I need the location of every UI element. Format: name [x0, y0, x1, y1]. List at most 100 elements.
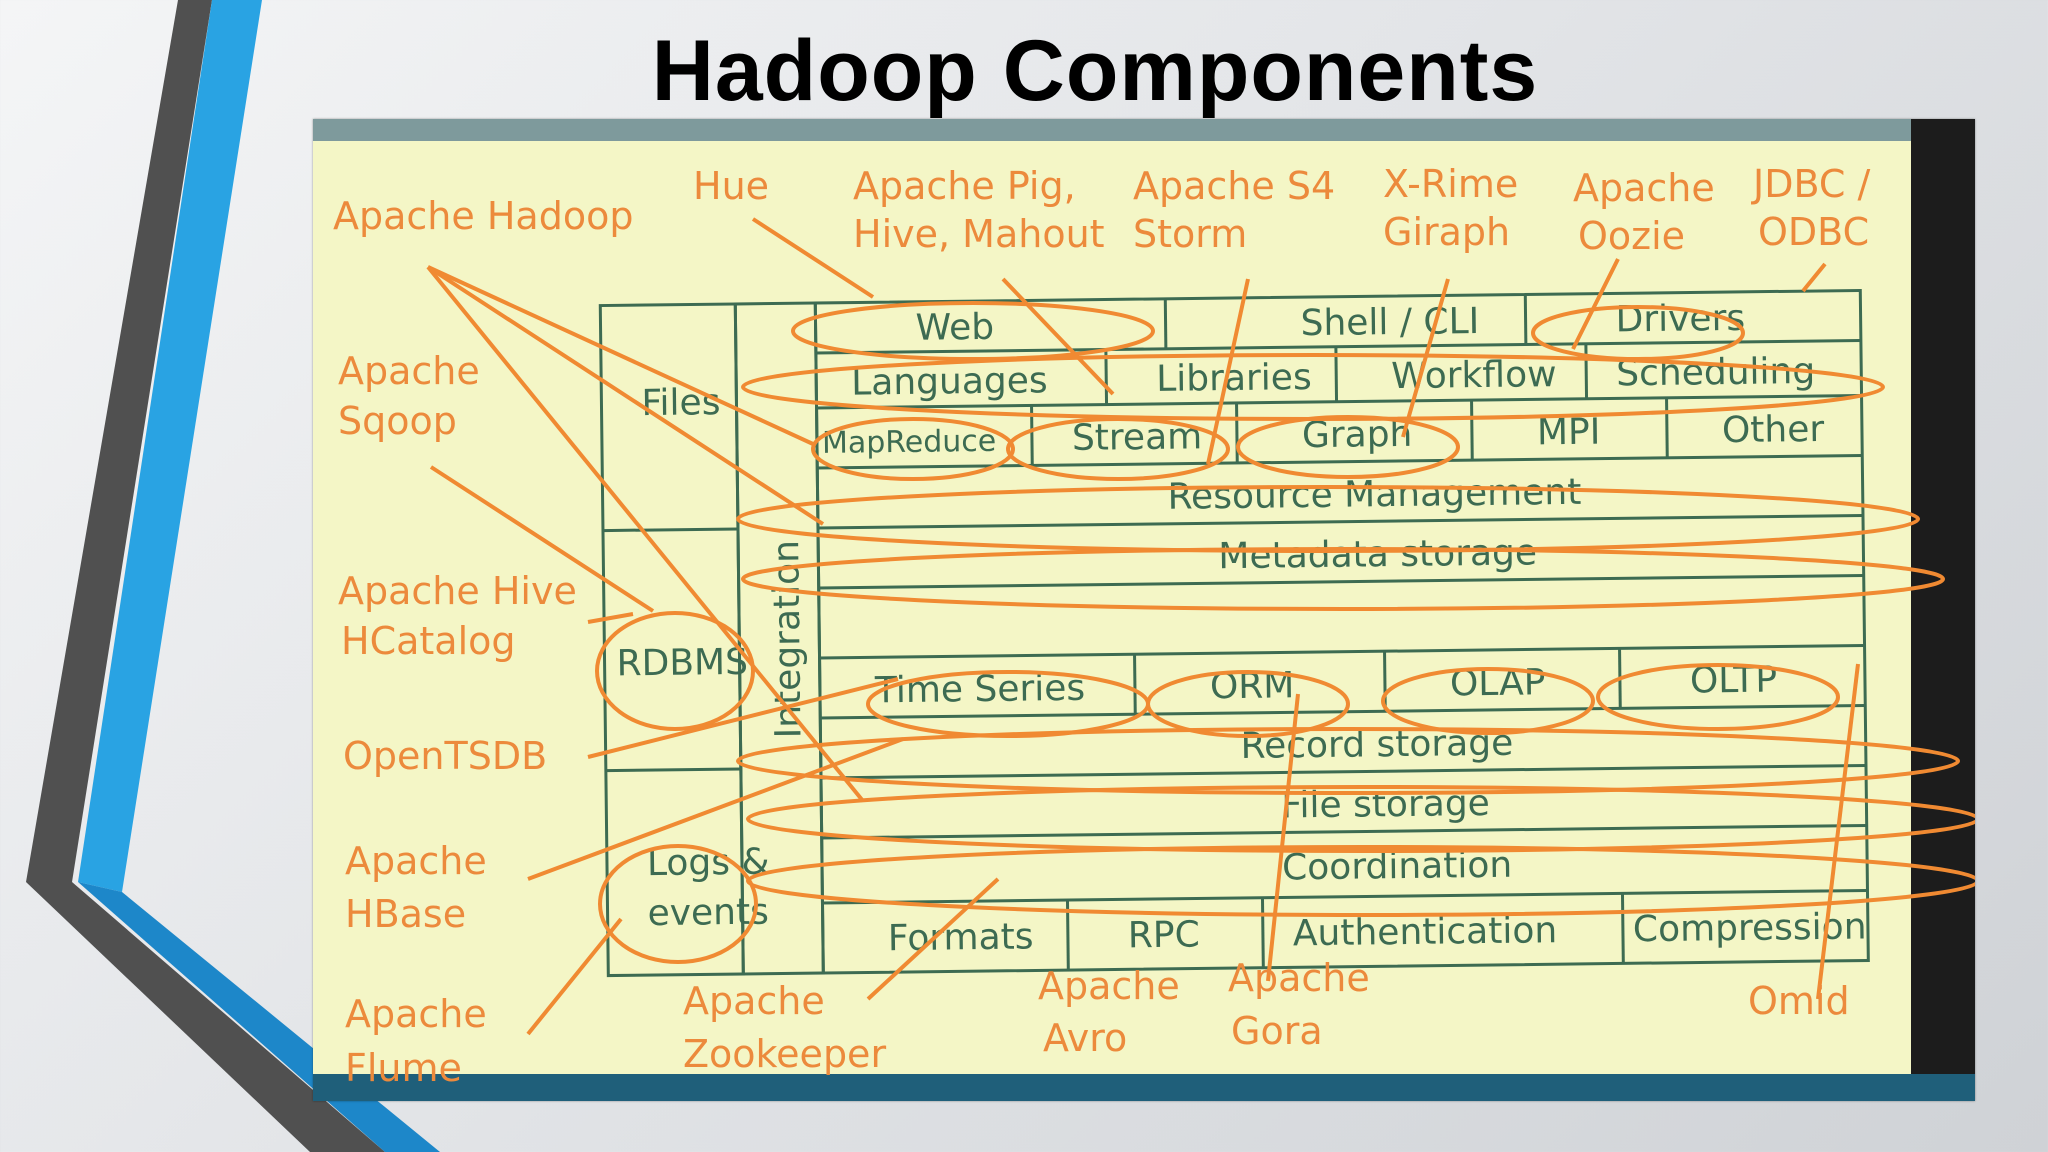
- orange-circles: [595, 301, 1975, 964]
- label-avro-2: Avro: [1043, 1016, 1127, 1060]
- label-opentsdb: OpenTSDB: [343, 734, 547, 778]
- col-models-2: [1383, 651, 1387, 712]
- stack-rdbms: RDBMS: [616, 642, 748, 685]
- dark-stripe-lower: [26, 882, 385, 1152]
- arrow-hbase: [527, 737, 904, 881]
- access-cell: Web: [915, 307, 994, 349]
- circle-orm: [1146, 670, 1350, 738]
- stack-grid: Files RDBMS Logs & events Integration We…: [598, 288, 1870, 978]
- col-compute-2: [1235, 402, 1239, 463]
- circle-logs: [598, 844, 758, 964]
- bottom-cell: Authentication: [1293, 910, 1558, 954]
- row-line-5: [818, 573, 1864, 590]
- label-xrime-1: X-Rime: [1383, 162, 1518, 206]
- col-tools-3: [1584, 343, 1589, 399]
- stack-metadata: Metadata storage: [1218, 532, 1537, 577]
- label-hbase-1: Apache: [345, 839, 487, 883]
- label-xrime-2: Giraph: [1383, 210, 1510, 254]
- arrow-opentsdb: [587, 677, 899, 759]
- left-divider-2: [605, 767, 741, 773]
- arrow-omid: [1816, 663, 1860, 1000]
- label-hue: Hue: [693, 164, 769, 208]
- row-line-1: [815, 338, 1861, 355]
- stack-files: Files: [641, 382, 720, 424]
- compute-cell: MapReduce: [822, 424, 997, 461]
- label-hive-1: Apache Hive: [338, 569, 577, 613]
- label-jdbc-1: JDBC /: [1751, 162, 1870, 206]
- circle-oltp: [1596, 663, 1840, 731]
- circle-olap: [1381, 667, 1595, 735]
- bottom-cell: Compression: [1633, 906, 1867, 950]
- dark-stripe-upper: [26, 0, 212, 882]
- arrow-gora: [1266, 693, 1300, 982]
- arrow-jdbc: [1801, 262, 1827, 293]
- label-flume-2: Flume: [345, 1046, 462, 1090]
- label-flume-1: Apache: [345, 992, 487, 1036]
- bottom-cell: Formats: [888, 916, 1034, 959]
- col-access-1: [1163, 298, 1168, 349]
- arrow-hadoop-b: [427, 265, 814, 446]
- label-pig-1: Apache Pig,: [853, 164, 1076, 208]
- label-apache-hadoop: Apache Hadoop: [333, 194, 633, 238]
- circle-web: [791, 301, 1155, 361]
- row-line-8: [820, 763, 1866, 780]
- col-compute-3: [1470, 400, 1474, 461]
- col-bottom-3: [1620, 893, 1625, 964]
- main-stack-box: [813, 288, 1870, 975]
- col-models-1: [1133, 654, 1137, 715]
- compute-cell: Other: [1722, 409, 1825, 451]
- row-line-6: [819, 643, 1865, 660]
- label-avro-1: Apache: [1038, 964, 1180, 1008]
- label-jdbc-2: ODBC: [1758, 210, 1869, 254]
- row-line-10: [822, 888, 1868, 905]
- orange-arrows: [426, 217, 1860, 1036]
- arrow-pig: [1001, 277, 1115, 396]
- label-gora-1: Apache: [1228, 956, 1370, 1000]
- col-access-2: [1523, 294, 1528, 345]
- row-line-9: [821, 823, 1867, 840]
- label-zk-2: Zookeeper: [683, 1032, 886, 1076]
- left-divider-1: [602, 527, 738, 533]
- arrow-hive: [587, 612, 634, 624]
- circle-file: [746, 785, 1975, 853]
- label-sqoop-1: Apache: [338, 349, 480, 393]
- circle-mapreduce: [811, 417, 1015, 481]
- arrow-s4: [1206, 278, 1250, 465]
- label-omid: Omid: [1748, 979, 1850, 1023]
- blue-stripe-upper: [78, 0, 262, 892]
- row-line-4: [817, 513, 1863, 530]
- arrow-hadoop-a: [426, 265, 825, 526]
- circle-stream: [1006, 417, 1230, 481]
- col-bottom-2: [1260, 897, 1265, 968]
- col-compute-4: [1665, 397, 1669, 458]
- compute-cell: MPI: [1537, 412, 1601, 454]
- stack-resource: Resource Management: [1167, 472, 1581, 518]
- photo-top-band: [313, 119, 1975, 141]
- arrow-oozie: [1571, 258, 1620, 350]
- arrow-xrime: [1401, 278, 1450, 438]
- label-oozie-1: Apache: [1573, 166, 1715, 210]
- bottom-cell: RPC: [1128, 914, 1200, 956]
- label-s4-2: Storm: [1133, 212, 1247, 256]
- label-s4-1: Apache S4: [1133, 164, 1335, 208]
- row-line-2: [816, 393, 1862, 410]
- label-pig-2: Hive, Mahout: [853, 212, 1105, 256]
- diagram-photo: Files RDBMS Logs & events Integration We…: [313, 119, 1975, 1101]
- arrow-hadoop-c: [426, 265, 865, 803]
- label-hive-2: HCatalog: [341, 619, 516, 663]
- circle-graph: [1236, 415, 1460, 479]
- tools-cell: Libraries: [1156, 357, 1312, 400]
- access-cell: Shell / CLI: [1300, 301, 1479, 344]
- circle-rdbms: [595, 611, 755, 731]
- photo-right-shadow: [1911, 119, 1975, 1101]
- stack-file: File storage: [1281, 783, 1490, 826]
- arrow-flume: [526, 917, 623, 1036]
- label-sqoop-2: Sqoop: [338, 399, 457, 443]
- arrow-hue: [751, 217, 875, 299]
- label-gora-2: Gora: [1231, 1009, 1323, 1053]
- circle-record: [736, 727, 1960, 795]
- arrow-zookeeper: [866, 877, 1000, 1001]
- slide-title: Hadoop Components: [651, 23, 1539, 119]
- circle-metadata: [741, 547, 1945, 611]
- photo-bottom-band: [313, 1074, 1975, 1101]
